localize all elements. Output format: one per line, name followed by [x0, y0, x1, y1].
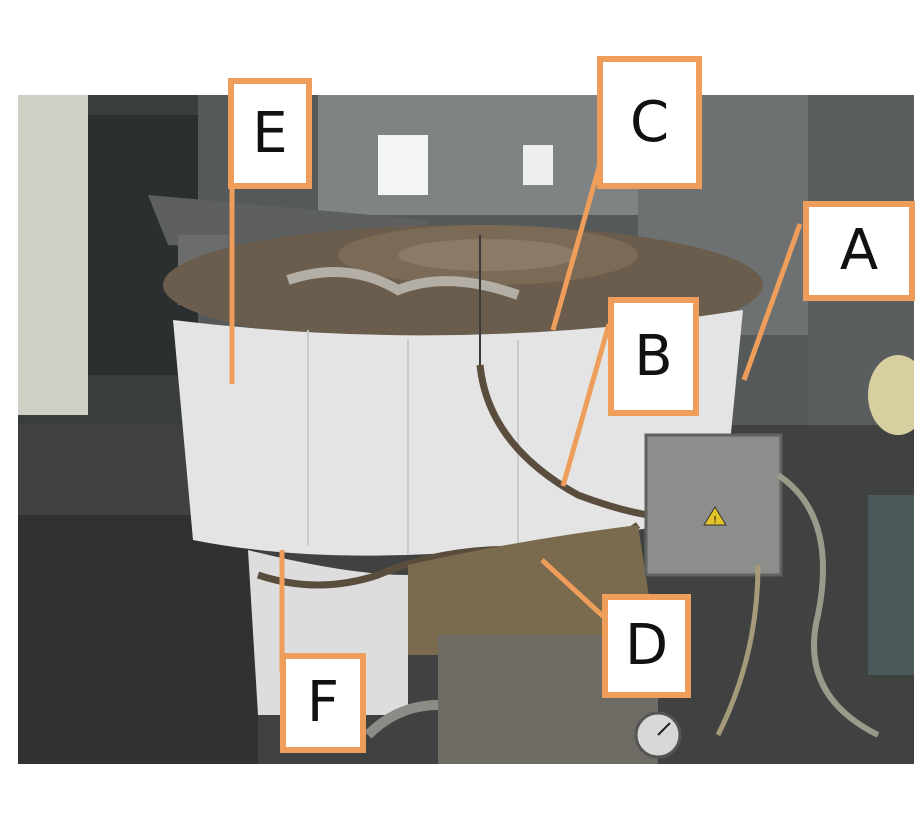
- svg-text:!: !: [713, 515, 717, 526]
- conduit: [715, 564, 761, 737]
- equipment-photo: !: [18, 95, 914, 764]
- callout-label-e: E: [228, 78, 312, 189]
- callout-label-b: B: [608, 297, 699, 416]
- callout-label-f: F: [280, 653, 366, 753]
- base-section: [408, 525, 658, 655]
- conduit: [776, 472, 880, 738]
- right-equipment: [868, 495, 914, 675]
- cable: [476, 364, 649, 519]
- floor-left: [18, 515, 258, 764]
- window-light: [378, 135, 428, 195]
- back-wall: [318, 95, 638, 215]
- pressure-gauge-icon: [634, 711, 682, 759]
- junction-box: [644, 433, 783, 577]
- photo-illustration: !: [18, 95, 914, 764]
- warning-triangle-icon: !: [703, 506, 727, 526]
- debris: [286, 267, 520, 300]
- callout-label-c: C: [597, 56, 702, 189]
- callout-label-a: A: [803, 201, 915, 301]
- hydraulic-hose: [364, 700, 439, 739]
- left-panel: [18, 95, 88, 415]
- callout-label-d: D: [602, 594, 691, 698]
- right-cylinder: [868, 355, 914, 435]
- window-light: [523, 145, 553, 185]
- lid-inner: [398, 239, 578, 271]
